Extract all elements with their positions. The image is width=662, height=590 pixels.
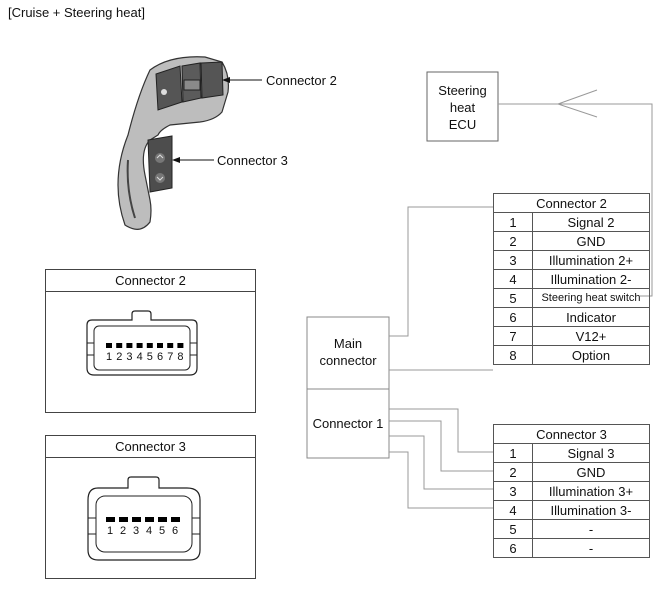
connector2-pin-mark	[126, 343, 133, 348]
connector2-pin-mark	[177, 343, 184, 348]
connector3-face	[87, 476, 201, 561]
connector2-table-pin-name: Illumination 2-	[532, 269, 650, 289]
connector3-table-pin-name: Signal 3	[532, 443, 650, 463]
connector3-table-pin-name: -	[532, 538, 650, 558]
connector2-table-pin-number: 6	[493, 307, 533, 327]
connector2-callout-label: Connector 2	[266, 73, 337, 88]
connector3-table-pin-number: 4	[493, 500, 533, 520]
connector2-table-pin-name: GND	[532, 231, 650, 251]
connector2-table-pin-name: V12+	[532, 326, 650, 346]
connector3-pin-label: 1	[107, 525, 114, 537]
connector2-pin-mark	[167, 343, 174, 348]
connector3-table-pin-number: 5	[493, 519, 533, 539]
ecu-line-3: ECU	[448, 117, 477, 132]
connector2-panel-title: Connector 2	[46, 270, 255, 292]
connector2-pin-label: 5	[146, 351, 153, 363]
main-connector-line-1: Main	[333, 336, 363, 351]
connector2-table-pin-number: 8	[493, 345, 533, 365]
connector3-callout-label: Connector 3	[217, 153, 288, 168]
connector2-pin-label: 1	[106, 351, 113, 363]
connector2-pin-label: 3	[126, 351, 133, 363]
connector-block	[306, 316, 390, 459]
connector3-table-pin-name: Illumination 3+	[532, 481, 650, 501]
connector3-panel-title: Connector 3	[46, 436, 255, 458]
connector3-table-pin-number: 1	[493, 443, 533, 463]
connector2-table-pin-name: Illumination 2+	[532, 250, 650, 270]
connector2-table-pin-number: 5	[493, 288, 533, 308]
connector2-table-title: Connector 2	[493, 193, 650, 213]
connector2-table-pin-number: 4	[493, 269, 533, 289]
connector3-pin-label: 4	[146, 525, 153, 537]
connector3-table-pin-name: Illumination 3-	[532, 500, 650, 520]
connector3-table-pin-name: -	[532, 519, 650, 539]
connector2-pin-mark	[146, 343, 153, 348]
connector2-table-pin-number: 3	[493, 250, 533, 270]
connector2-table-pin-number: 1	[493, 212, 533, 232]
connector3-pin-mark	[106, 517, 115, 522]
steering-switch-image	[117, 56, 229, 230]
connector2-pin-label: 7	[167, 351, 174, 363]
connector3-pin-mark	[171, 517, 180, 522]
steering-heat-ecu-box	[426, 71, 499, 142]
connector2-pin-mark	[157, 343, 163, 348]
ecu-line-1: Steering	[438, 83, 487, 98]
connector3-table-row: 6-	[493, 538, 650, 558]
connector2-table-pin-number: 7	[493, 326, 533, 346]
connector2-pin-label: 6	[157, 351, 164, 363]
connector2-table-pin-number: 2	[493, 231, 533, 251]
connector2-pin-label: 4	[136, 351, 143, 363]
connector2-pin-label: 8	[177, 351, 184, 363]
connector3-table-pin-name: GND	[532, 462, 650, 482]
connector2-panel: Connector 2	[45, 269, 256, 413]
connector3-table-row: 5-	[493, 519, 650, 539]
main-connector-label: Main connector	[307, 335, 389, 369]
connector3-pin-mark	[132, 517, 141, 522]
connector3-pin-label: 6	[172, 525, 179, 537]
steering-heat-ecu-label: Steering heat ECU	[427, 82, 498, 133]
connector2-pin-mark	[136, 343, 143, 348]
connector2-pin-mark	[106, 343, 112, 348]
connector3-pin-label: 5	[159, 525, 166, 537]
connector2-pin-label: 2	[116, 351, 123, 363]
page-title: [Cruise + Steering heat]	[8, 5, 145, 20]
connector3-table-title: Connector 3	[493, 424, 650, 444]
connector3-pin-mark	[119, 517, 128, 522]
connector2-pin-mark	[116, 343, 123, 348]
connector3-pin-mark	[158, 517, 167, 522]
connector3-pin-label: 2	[120, 525, 127, 537]
ecu-line-2: heat	[449, 100, 476, 115]
connector3-pin-label: 3	[133, 525, 140, 537]
connector3-table-pin-number: 2	[493, 462, 533, 482]
connector3-panel: Connector 3	[45, 435, 256, 579]
connector3-table-pin-number: 3	[493, 481, 533, 501]
connector1-label: Connector 1	[312, 416, 384, 431]
connector3-table-pin-number: 6	[493, 538, 533, 558]
connector3-pin-mark	[145, 517, 154, 522]
connector2-table-pin-name: Option	[532, 345, 650, 365]
main-connector-line-2: connector	[319, 353, 377, 368]
connector2-table-pin-name: Signal 2	[532, 212, 650, 232]
connector2-table-pin-name: Steering heat switch	[532, 288, 650, 308]
connector2-table-pin-name: Indicator	[532, 307, 650, 327]
